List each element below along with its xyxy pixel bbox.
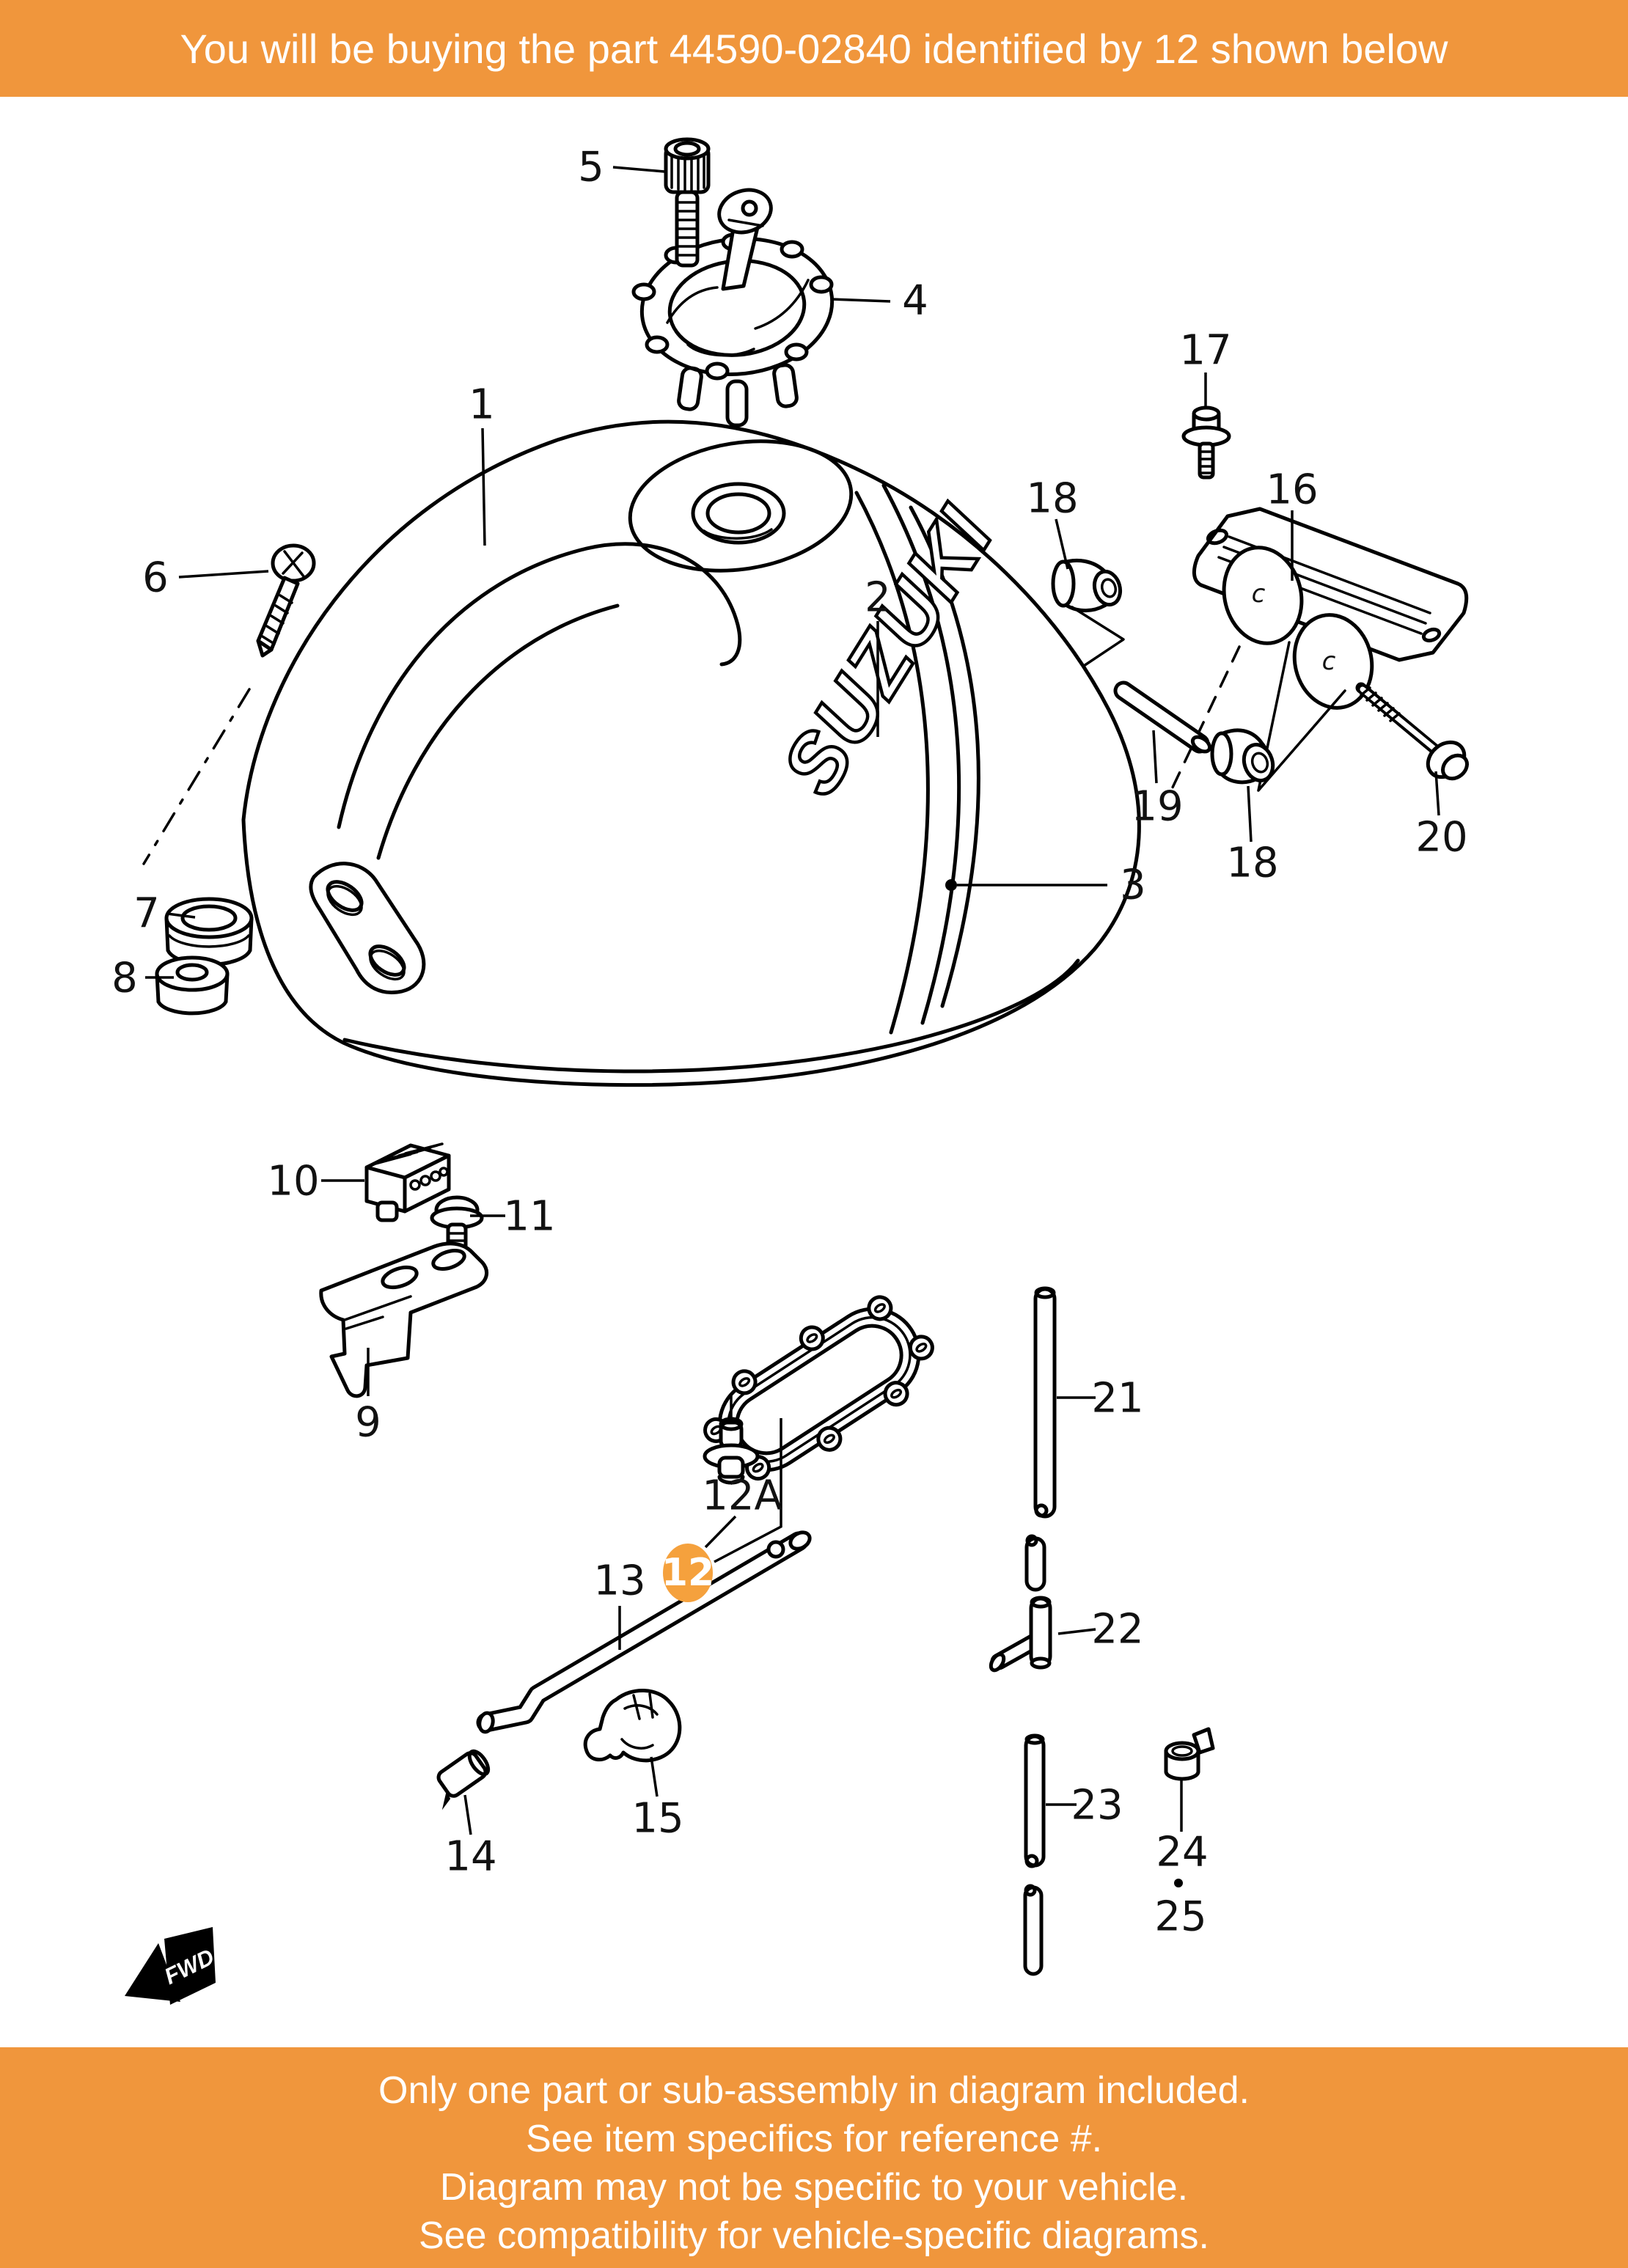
callout-3: 3 [1120,862,1146,909]
callout-9: 9 [355,1399,381,1447]
parts-diagram: SUZUKI [0,97,1628,2047]
rod-cap [436,1749,491,1810]
callout-25: 25 [1154,1893,1206,1941]
callout-13: 13 [593,1557,645,1605]
callout-8: 8 [111,955,138,1002]
callout-20: 20 [1415,814,1467,862]
callout-17: 17 [1179,327,1231,375]
bolt-17 [1181,405,1231,480]
callout-18: 18 [1226,840,1278,887]
callout-2: 2 [865,574,891,622]
callout-14: 14 [444,1833,496,1881]
callout-4: 4 [902,277,928,325]
callout-labels: 123456789101112A121314151617181819202122… [111,144,1467,1941]
gasket-bolt-12a [703,1395,760,1485]
header-text: You will be buying the part 44590-02840 … [180,25,1448,72]
pipe-19 [1113,680,1212,754]
footer-line-1: Only one part or sub-assembly in diagram… [378,2069,1250,2112]
callout-21: 21 [1091,1375,1143,1423]
hose-23 [1024,1733,1046,1868]
callout-11: 11 [503,1193,555,1241]
callout-7: 7 [133,890,160,938]
hose-21 [1033,1286,1057,1519]
callout-12: 12 [661,1551,714,1595]
hose-24-lower [1023,1884,1044,1976]
footer-banner: Only one part or sub-assembly in diagram… [0,2047,1628,2268]
hose-clamp-24 [1164,1727,1215,1781]
fuel-cap [631,188,835,427]
footer-line-2: See item specifics for reference #. [525,2118,1103,2160]
callout-1: 1 [469,381,495,429]
cap-screw [664,137,711,268]
callout-22: 22 [1091,1606,1143,1654]
fuel-tank-outline [241,419,1141,1087]
bushing-18-lower [1210,728,1275,785]
hose-segment [1024,1534,1046,1592]
tank-screw [142,543,316,865]
fwd-arrow-icon: FWD [125,1927,218,2005]
disc-mark: c [1322,647,1336,676]
dot-25 [1174,1879,1183,1887]
callout-19: 19 [1131,783,1183,831]
callout-10: 10 [267,1158,319,1205]
fuse-block [364,1142,451,1222]
t-connector-22 [989,1596,1052,1673]
callout-24: 24 [1156,1829,1208,1876]
bushing-18-upper [1051,558,1125,667]
grommet-7 [164,897,254,967]
bolt-20 [1355,682,1469,781]
footer-line-4: See compatibility for vehicle-specific d… [419,2214,1209,2257]
disc-mark: c [1252,579,1266,609]
footer-line-3: Diagram may not be specific to your vehi… [439,2166,1189,2209]
callout-16: 16 [1266,466,1318,514]
callout-23: 23 [1071,1782,1123,1830]
callout-6: 6 [142,554,169,602]
header-banner: You will be buying the part 44590-02840 … [0,0,1628,97]
leader-lines [145,166,1440,1835]
clamp-15 [583,1689,682,1763]
rear-bracket-16 [1170,507,1469,792]
fuel-gauge-rod [476,1530,812,1734]
mount-bracket [319,1241,489,1398]
grommet-8 [155,955,230,1016]
callout-15: 15 [631,1795,683,1843]
callout-5: 5 [578,144,604,191]
highlight-circle [663,1544,713,1602]
callout-12A: 12A [702,1472,782,1520]
diagram-canvas: SUZUKI [111,137,1469,2005]
suzuki-logo: SUZUKI [764,491,1011,810]
callout-18: 18 [1026,475,1078,523]
